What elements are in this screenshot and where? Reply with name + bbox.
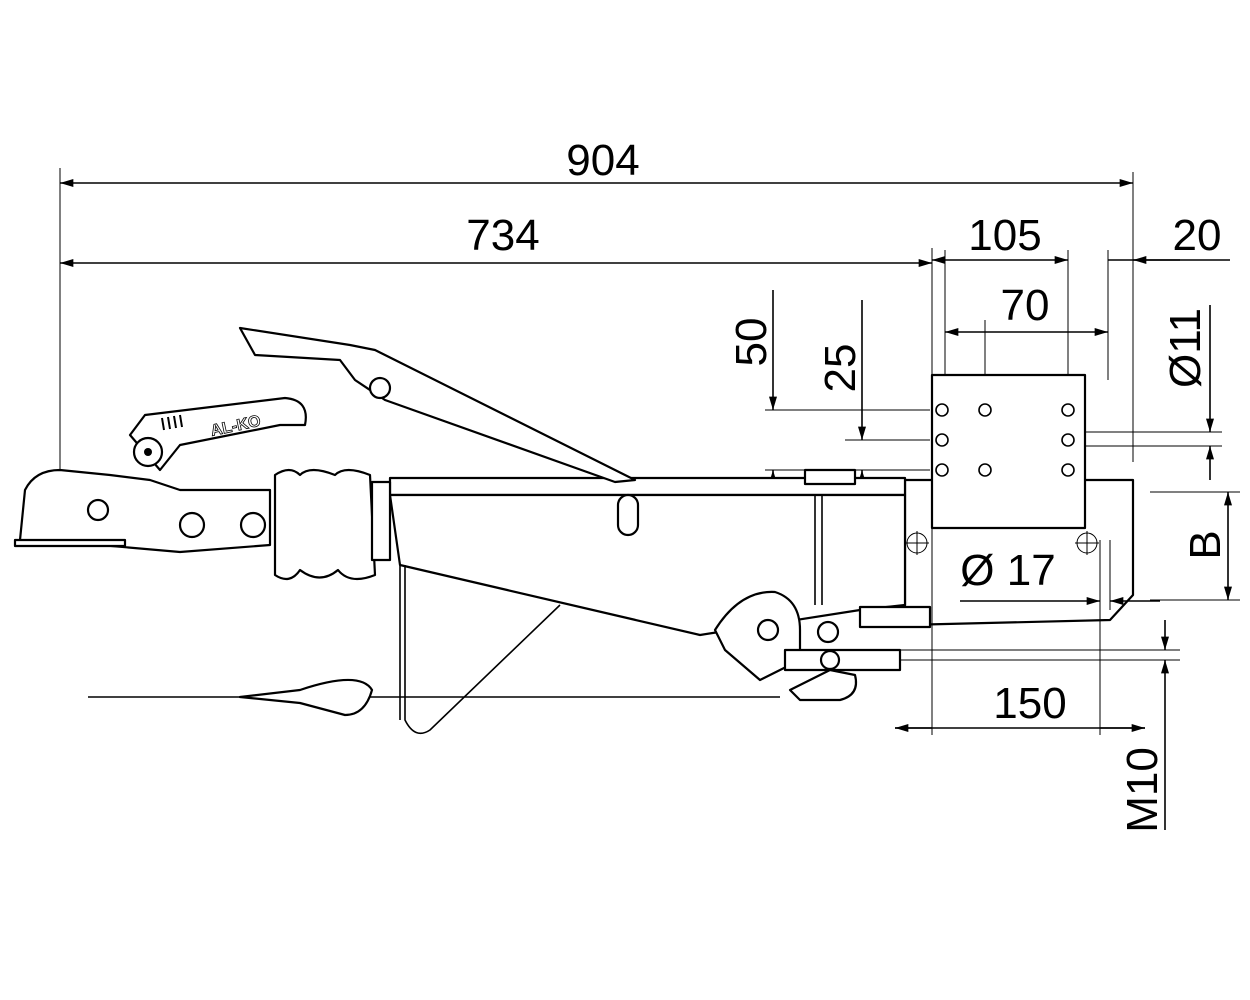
dim-105: 105 [968, 211, 1041, 260]
drawbar-tube [388, 468, 932, 637]
dim-25: 25 [816, 344, 865, 393]
dim-50: 50 [727, 318, 776, 367]
dim-dia-17: Ø 17 [960, 546, 1055, 595]
coupling-head: AL-KO [13, 396, 307, 554]
dim-904: 904 [566, 136, 639, 185]
dim-b: B [1181, 530, 1230, 559]
dim-70: 70 [1001, 281, 1050, 330]
extension-lines [59, 168, 1240, 735]
dim-734: 734 [466, 211, 539, 260]
dim-m10: M10 [1118, 747, 1167, 833]
dim-150: 150 [993, 679, 1066, 728]
dimension-lines [60, 179, 1232, 830]
dim-20: 20 [1173, 211, 1222, 260]
brake-linkage [88, 565, 902, 735]
bellows [273, 468, 392, 581]
handbrake-lever [238, 326, 637, 484]
dimension-labels: 904 734 105 20 70 50 25 Ø11 B Ø 17 150 M… [466, 136, 1230, 833]
dim-dia-11: Ø11 [1161, 308, 1210, 388]
